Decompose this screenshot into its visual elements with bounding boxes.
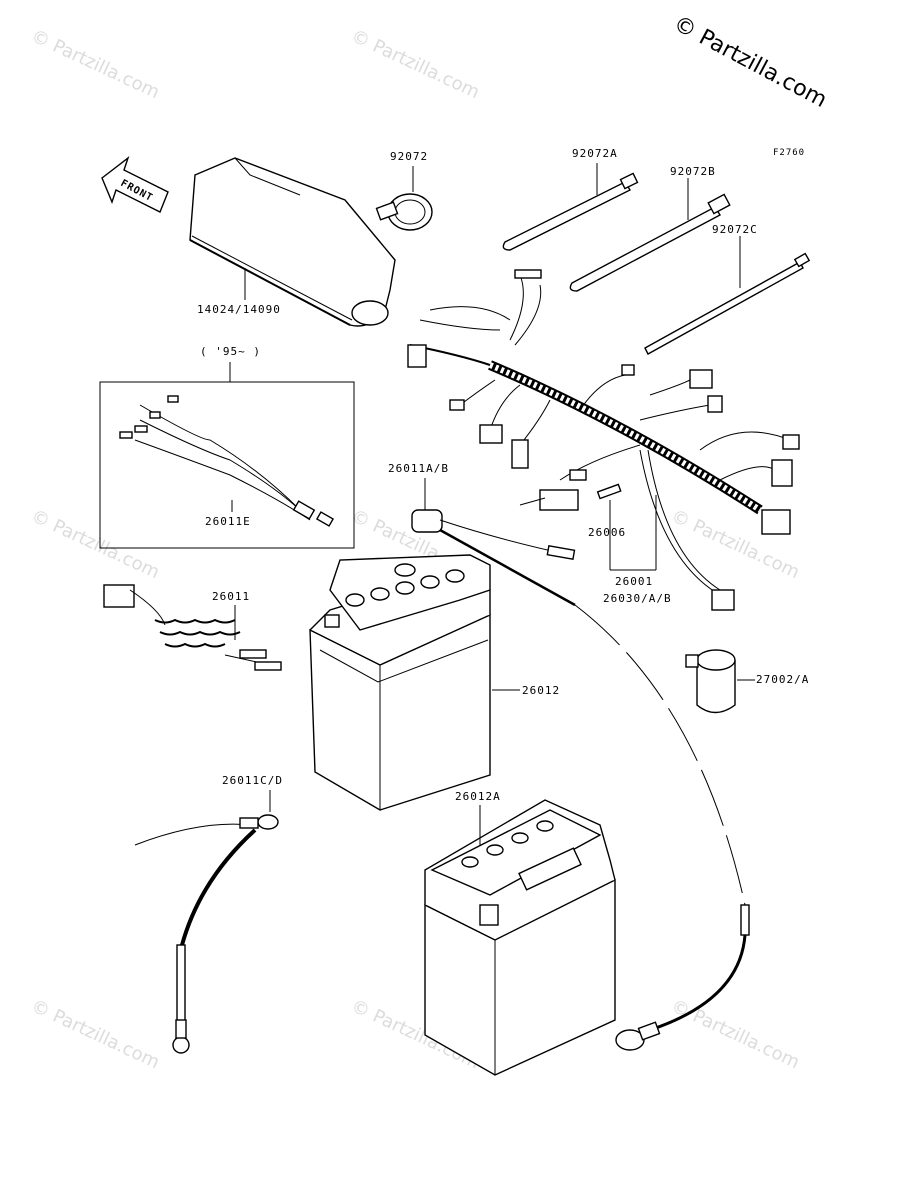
inset-box-95 <box>99 381 355 549</box>
cable-lower-right-part <box>615 904 750 1051</box>
label-14024-14090: 14024/14090 <box>197 303 281 316</box>
label-26012: 26012 <box>522 684 560 697</box>
figure-code: F2760 <box>773 148 805 158</box>
battery-26012-part <box>309 554 491 811</box>
lead-26011AB-part <box>411 509 576 607</box>
label-92072B: 92072B <box>670 165 716 178</box>
lead-26011CD-part <box>134 814 279 1054</box>
battery-26012A-part <box>424 799 616 1076</box>
watermark: © Partzilla.com <box>668 995 803 1073</box>
label-26030: 26030/A/B <box>603 592 672 605</box>
cord-26011-part <box>103 584 282 671</box>
main-harness-part <box>407 269 800 611</box>
watermark: © Partzilla.com <box>28 25 163 103</box>
tie-92072C-part <box>644 252 811 355</box>
watermark: © Partzilla.com <box>28 505 163 583</box>
tie-92072A-part <box>502 172 639 251</box>
tie-92072B-part <box>569 193 731 292</box>
copyright-text: © Partzilla.com <box>669 11 831 113</box>
label-26011E: 26011E <box>205 515 251 528</box>
harness-cover-part <box>189 157 396 327</box>
label-92072A: 92072A <box>572 147 618 160</box>
label-27002: 27002/A <box>756 673 809 686</box>
year-note: ( '95~ ) <box>200 345 261 358</box>
label-26011CD: 26011C/D <box>222 774 283 787</box>
label-26011AB: 26011A/B <box>388 462 449 475</box>
watermark: © Partzilla.com <box>28 995 163 1073</box>
label-26006: 26006 <box>588 526 626 539</box>
label-26001: 26001 <box>615 575 653 588</box>
label-26011: 26011 <box>212 590 250 603</box>
label-92072: 92072 <box>390 150 428 163</box>
clamp-92072-part <box>375 193 433 231</box>
watermark: © Partzilla.com <box>348 25 483 103</box>
label-92072C: 92072C <box>712 223 758 236</box>
fuse-26006-part <box>596 483 622 500</box>
front-arrow-icon: FRONT <box>101 156 169 213</box>
relay-27002-part <box>685 649 736 714</box>
lead-26011E-part <box>119 395 335 527</box>
label-26012A: 26012A <box>455 790 501 803</box>
